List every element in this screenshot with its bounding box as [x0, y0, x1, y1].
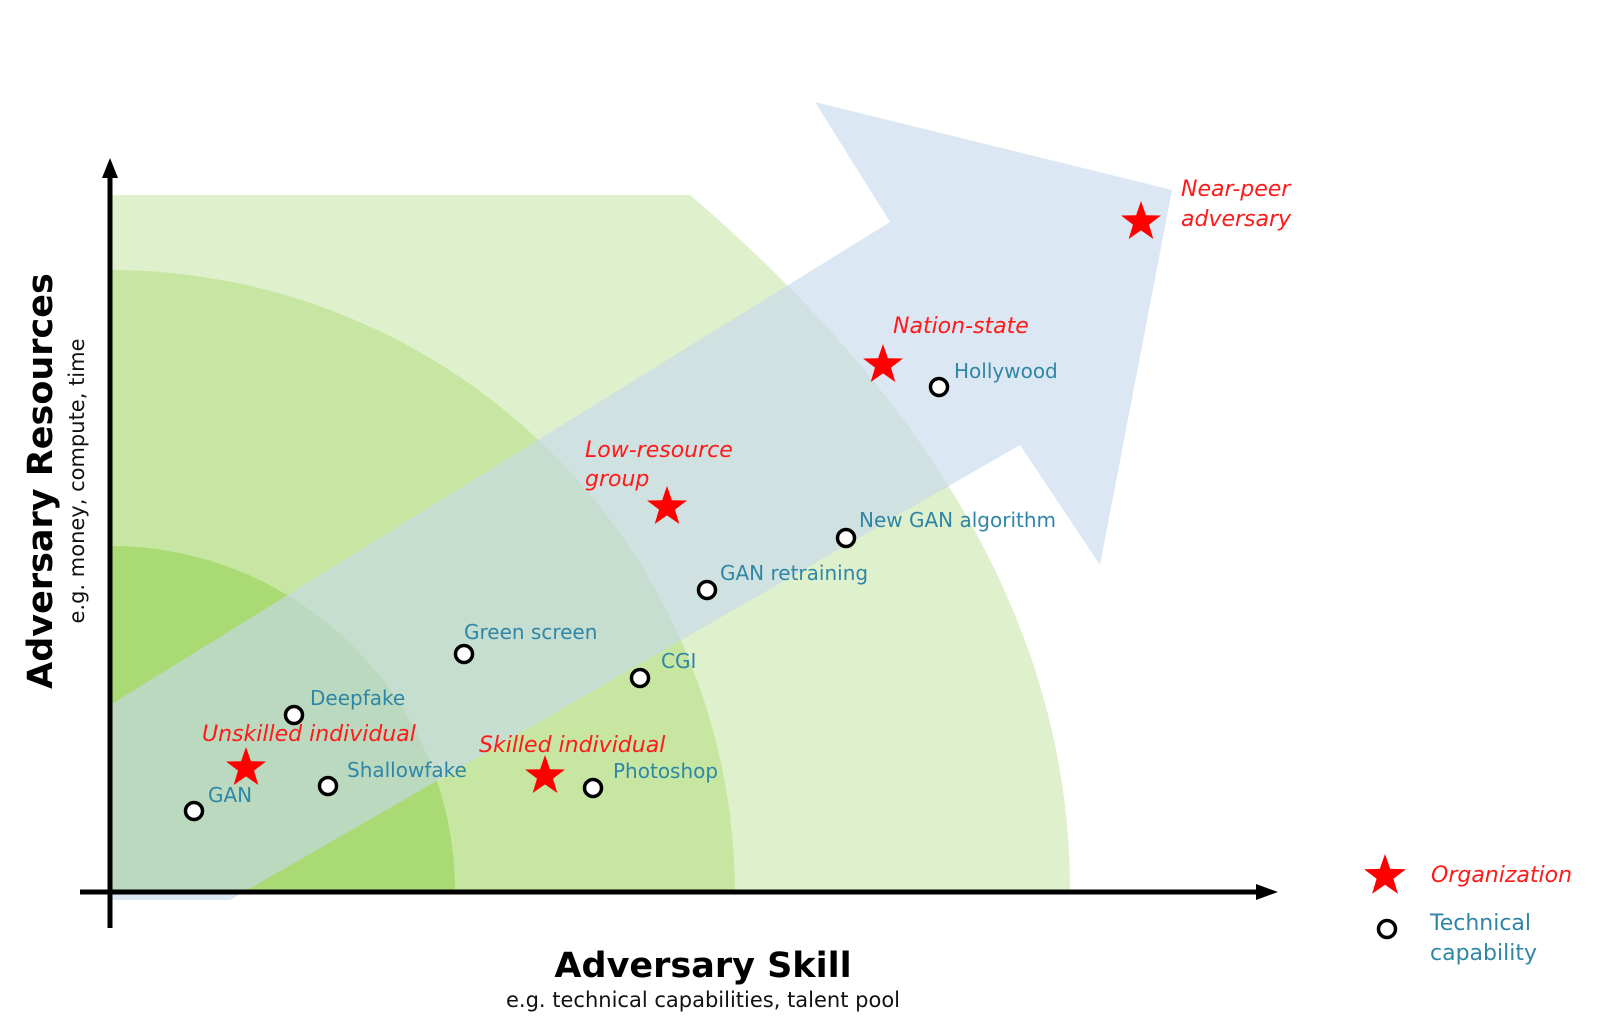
capability-marker — [317, 775, 339, 797]
capability-cgi: CGI — [629, 649, 696, 689]
organization-unskilled: Unskilled individual — [202, 722, 416, 785]
legend-capability-label: Technical — [1429, 911, 1531, 936]
organization-star-icon — [226, 747, 266, 785]
y-axis-title: Adversary Resources — [21, 273, 61, 689]
capability-gan: GAN — [183, 783, 252, 822]
progression-arrow — [110, 102, 1172, 900]
organization-skilled: Skilled individual — [479, 733, 665, 793]
x-axis-subtitle: e.g. technical capabilities, talent pool — [506, 988, 900, 1012]
organization-label: Near-peer — [1181, 177, 1292, 202]
capability-greenscreen: Green screen — [453, 620, 597, 665]
legend: Organization Technical capability — [1364, 854, 1572, 966]
capability-ganretraining: GAN retraining — [696, 561, 868, 601]
capability-marker — [582, 777, 604, 799]
capability-label: Photoshop — [613, 759, 718, 783]
capability-marker — [183, 800, 205, 822]
capability-marker — [283, 704, 305, 726]
organization-star-icon — [647, 486, 687, 524]
capability-newgan: New GAN algorithm — [835, 508, 1056, 549]
capability-label: New GAN algorithm — [859, 508, 1056, 532]
legend-capability-marker — [1376, 918, 1398, 940]
capability-label: CGI — [661, 649, 696, 673]
capability-marker — [629, 667, 651, 689]
capability-marker — [696, 579, 718, 601]
capability-marker — [835, 527, 857, 549]
organization-label: Unskilled individual — [202, 722, 416, 747]
capability-markers: GAN Shallowfake Deepfake Green screen CG… — [183, 359, 1058, 822]
x-axis-title: Adversary Skill — [554, 946, 851, 986]
capability-label: Deepfake — [310, 686, 405, 710]
legend-organization-label: Organization — [1431, 863, 1572, 888]
organization-label: adversary — [1181, 207, 1292, 232]
y-axis-subtitle: e.g. money, compute, time — [65, 338, 89, 623]
capability-marker — [928, 376, 950, 398]
capability-label: GAN retraining — [720, 561, 868, 585]
capability-label: GAN — [208, 783, 252, 807]
organization-star-icon — [525, 755, 565, 793]
organization-markers: Unskilled individual Skilled individual … — [202, 177, 1292, 793]
organization-label: group — [585, 467, 649, 492]
capability-hollywood: Hollywood — [928, 359, 1058, 398]
organization-label: Low-resource — [585, 438, 733, 463]
organization-lowres: Low-resource group — [585, 438, 733, 524]
organization-nearpeer: Near-peer adversary — [1121, 177, 1292, 239]
capability-label: Hollywood — [954, 359, 1058, 383]
x-axis-arrowhead — [1256, 884, 1278, 900]
organization-star-icon — [1121, 201, 1161, 239]
capability-label: Shallowfake — [347, 758, 467, 782]
capability-photoshop: Photoshop — [582, 759, 718, 799]
organization-nation: Nation-state — [863, 314, 1029, 382]
capability-shallowfake: Shallowfake — [317, 758, 467, 797]
capability-label: Green screen — [464, 620, 597, 644]
organization-label: Skilled individual — [479, 733, 665, 758]
organization-star-icon — [863, 344, 903, 382]
capability-deepfake: Deepfake — [283, 686, 405, 726]
legend-organization-star-icon — [1364, 854, 1406, 894]
legend-capability-label-line2: capability — [1430, 941, 1537, 966]
y-axis-arrowhead — [102, 158, 118, 178]
capability-marker — [453, 643, 475, 665]
organization-label: Nation-state — [893, 314, 1029, 339]
axes — [80, 158, 1278, 928]
